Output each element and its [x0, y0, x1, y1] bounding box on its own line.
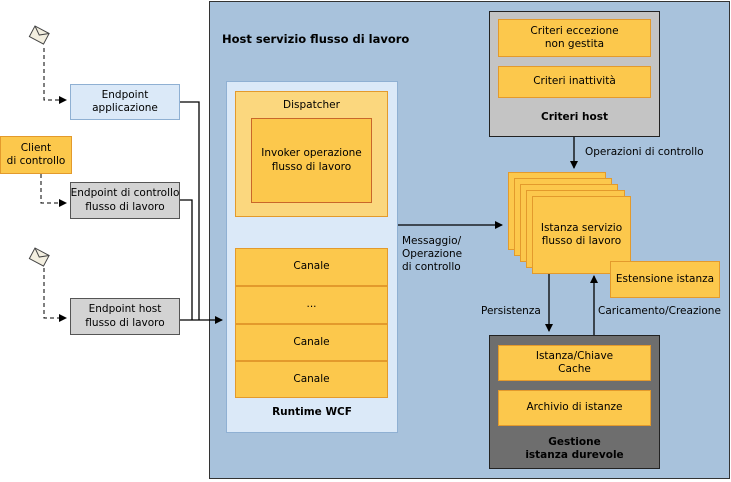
- workflow-operation-invoker: Invoker operazione flusso di lavoro: [251, 118, 372, 203]
- workflow-service-instance: Istanza servizio flusso di lavoro: [532, 196, 631, 274]
- envelope-2-leader: [43, 268, 67, 322]
- channel-3: Canale: [235, 361, 388, 398]
- application-endpoint: Endpoint applicazione: [70, 84, 180, 120]
- idle-policy: Criteri inattività: [498, 66, 651, 98]
- envelope-icon: [28, 25, 50, 45]
- durable-instance-title: Gestione istanza durevole: [525, 435, 624, 461]
- envelope-1-leader: [43, 48, 67, 104]
- workflow-control-endpoint: Endpoint di controllo flusso di lavoro: [70, 182, 180, 219]
- load-create-label: Caricamento/Creazione: [598, 305, 721, 317]
- host-policies-title: Criteri host: [540, 111, 608, 124]
- channel-1: Canale: [235, 248, 388, 286]
- instance-key-cache: Istanza/Chiave Cache: [498, 345, 651, 381]
- envelope-icon: [28, 247, 50, 267]
- dispatcher-label: Dispatcher: [283, 99, 340, 112]
- instance-extension: Estensione istanza: [610, 261, 720, 298]
- message-control-label: Messaggio/ Operazione di controllo: [402, 235, 463, 274]
- workflow-host-endpoint: Endpoint host flusso di lavoro: [70, 298, 180, 335]
- instance-store: Archivio di istanze: [498, 390, 651, 426]
- wcf-runtime-title: Runtime WCF: [272, 406, 352, 419]
- persistence-label: Persistenza: [481, 305, 541, 317]
- client-leader: [40, 174, 67, 207]
- host-title: Host servizio flusso di lavoro: [222, 32, 410, 46]
- control-client: Client di controllo: [0, 136, 72, 174]
- channel-ellipsis: ...: [235, 286, 388, 324]
- channel-2: Canale: [235, 324, 388, 361]
- control-operations-label: Operazioni di controllo: [585, 146, 704, 158]
- unhandled-exception-policy: Criteri eccezione non gestita: [498, 19, 651, 57]
